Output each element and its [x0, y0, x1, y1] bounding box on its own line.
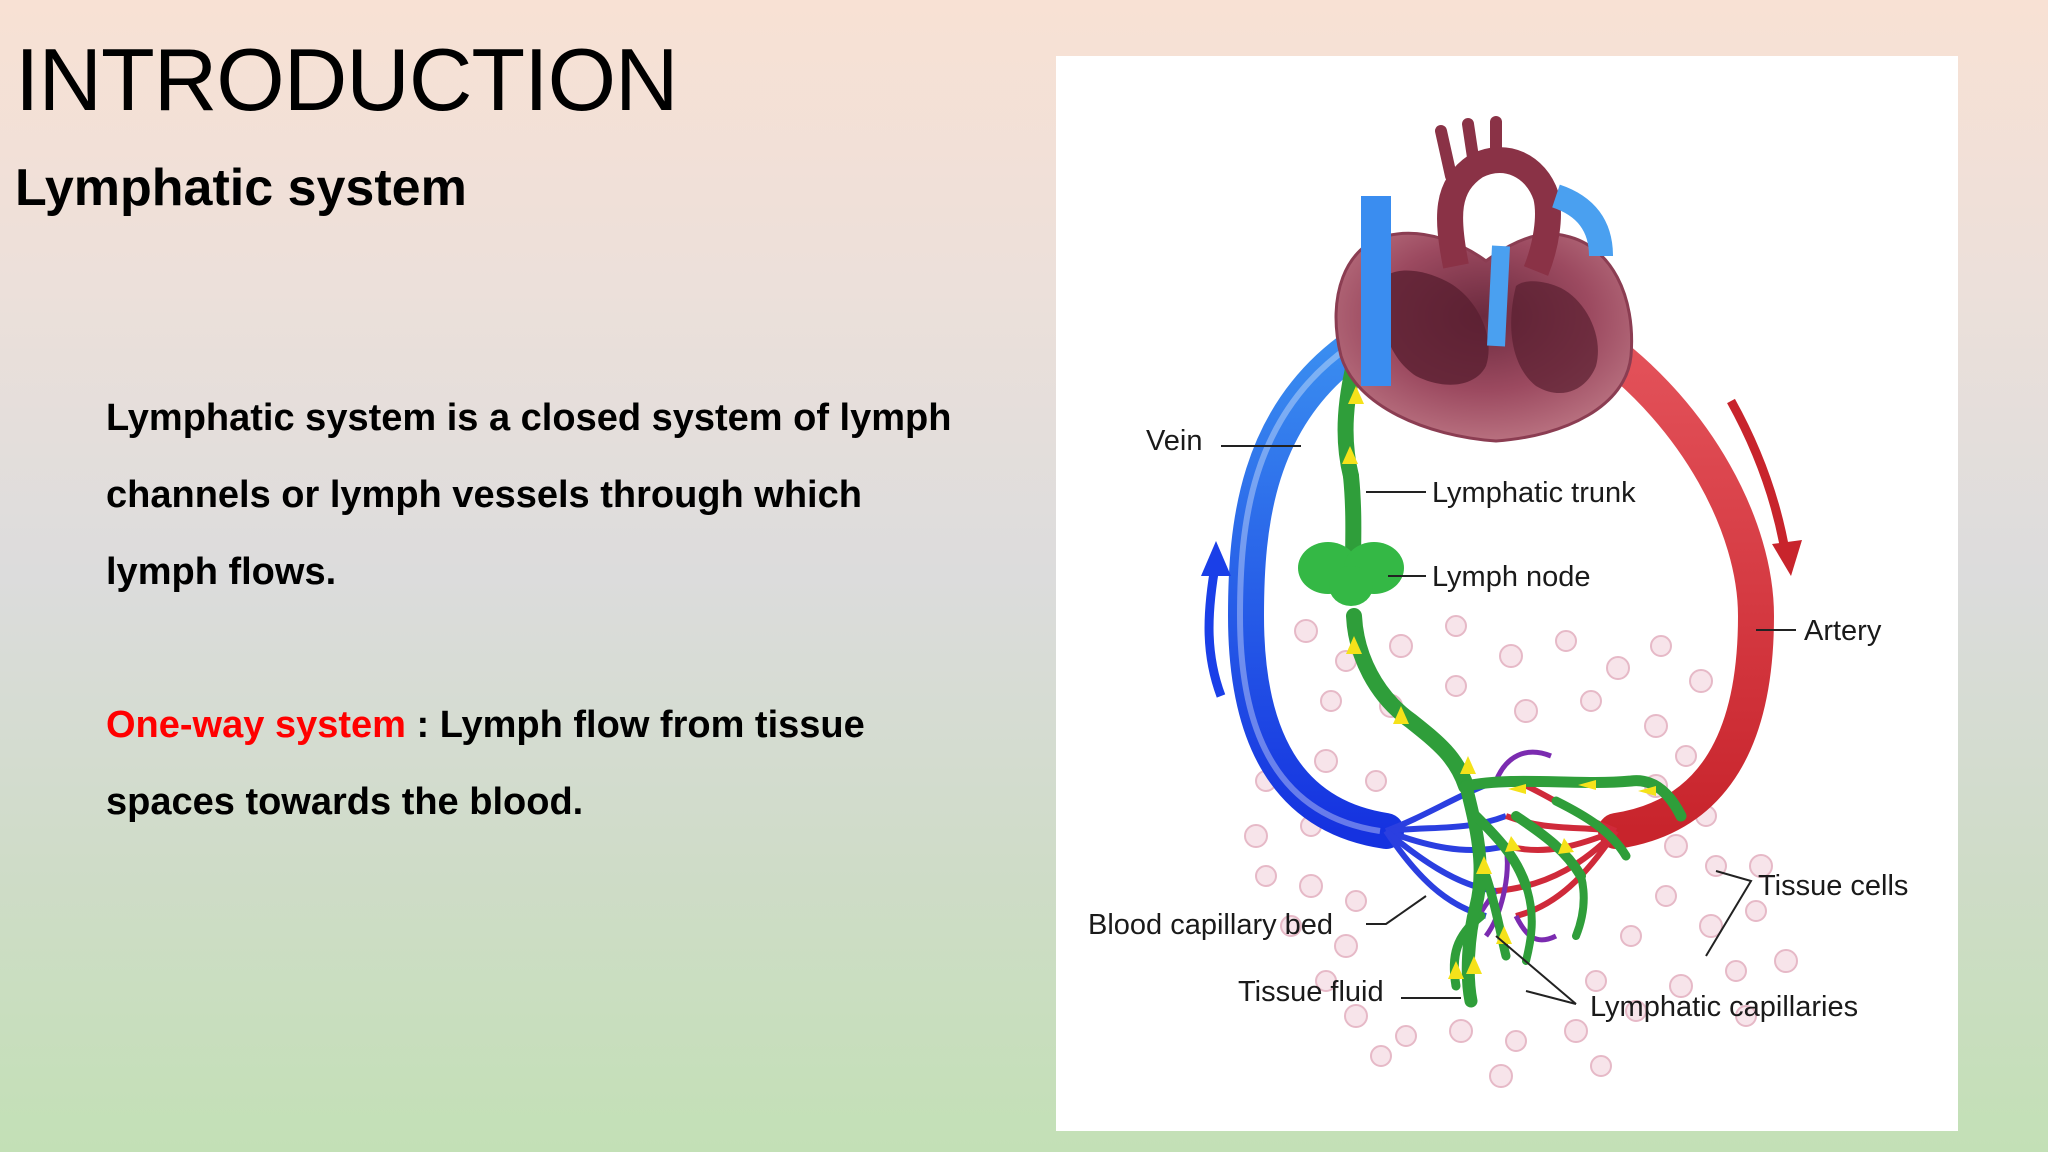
label-lymphatic-capillaries: Lymphatic capillaries [1590, 991, 1858, 1023]
label-tissue-fluid: Tissue fluid [1238, 976, 1384, 1008]
artery-flow-arrow [1727, 398, 1802, 576]
label-lymph-node: Lymph node [1432, 561, 1591, 593]
label-vein: Vein [1146, 425, 1202, 457]
leader-lines [1221, 445, 1796, 1005]
heart [1334, 116, 1634, 443]
lymphatic-diagram-panel: Vein Lymphatic trunk Lymph node Artery T… [1056, 56, 1958, 1131]
lymph-flow-arrows [1342, 386, 1656, 979]
lymphatic-diagram: Vein Lymphatic trunk Lymph node Artery T… [1088, 116, 1908, 1088]
slide-title: INTRODUCTION [15, 30, 679, 129]
artery-vessel [1583, 328, 1775, 849]
tissue-cells [1244, 615, 1798, 1088]
one-way-highlight: One-way system [106, 704, 406, 746]
one-way-paragraph: One-way system : Lymph flow from tissue … [106, 687, 956, 841]
slide-subtitle: Lymphatic system [15, 159, 467, 217]
one-way-description: : Lymph flow from tissue spaces towards … [106, 704, 865, 823]
label-lymphatic-trunk: Lymphatic trunk [1432, 477, 1636, 509]
lymphatic-vessels [1337, 348, 1687, 1008]
label-blood-capillary-bed: Blood capillary bed [1088, 909, 1333, 941]
definition-paragraph: Lymphatic system is a closed system of l… [106, 397, 952, 593]
label-tissue-cells: Tissue cells [1758, 870, 1908, 902]
vein-flow-arrow [1201, 541, 1231, 698]
label-artery: Artery [1804, 615, 1882, 647]
lymph-node [1298, 542, 1404, 606]
vein-vessel [1227, 328, 1404, 849]
